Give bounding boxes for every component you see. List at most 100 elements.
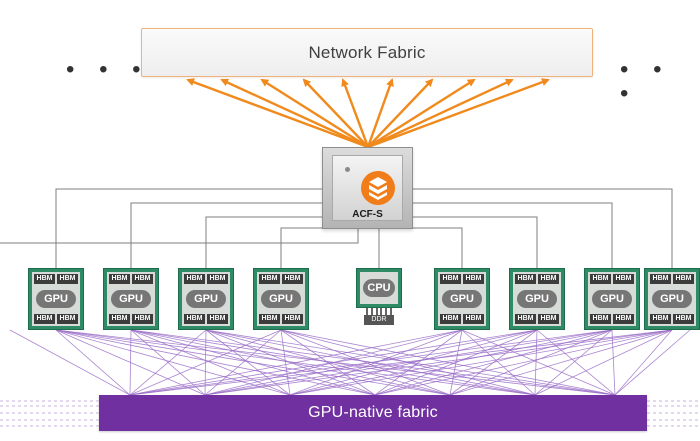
gpu-mesh-link	[289, 329, 538, 396]
gpu-mesh-link	[130, 329, 291, 396]
network-uplink-arrow	[367, 78, 434, 148]
cpu-chip: CPU	[356, 268, 402, 308]
gpu-mesh-link	[130, 329, 376, 396]
gpu-mesh-link	[614, 329, 673, 396]
switch-link	[405, 227, 463, 268]
switch-link	[205, 216, 322, 268]
gpu-label: GPU	[36, 290, 76, 308]
cpu-label: CPU	[363, 279, 395, 297]
ddr-connector-pins	[366, 308, 392, 316]
gpu-mesh-link	[534, 329, 673, 396]
network-fabric-label: Network Fabric	[308, 42, 426, 62]
acf-switch-label: ACF-S	[352, 209, 383, 220]
hbm-module: HBM	[463, 274, 484, 284]
gpu-mesh-link	[129, 329, 538, 396]
network-fabric: Network Fabric	[141, 28, 593, 77]
gpu-chip: HBM HBM GPU HBM HBM	[178, 268, 234, 330]
gpu-mesh-link	[289, 329, 613, 396]
gpu-mesh-link	[204, 329, 673, 396]
gpu-label: GPU	[652, 290, 692, 308]
gpu-mesh-link	[280, 329, 616, 396]
network-uplink-arrow	[220, 78, 369, 149]
gpu-mesh-link	[536, 329, 616, 396]
gpu-mesh-link	[534, 329, 538, 396]
network-uplinks	[186, 78, 550, 149]
gpu-chip: HBM HBM GPU HBM HBM	[584, 268, 640, 330]
gpu-mesh-link	[449, 329, 673, 396]
gpu-mesh-link	[205, 329, 291, 396]
gpu-mesh-link	[461, 329, 536, 396]
gpu-mesh-link	[129, 329, 613, 396]
gpu-mesh-links	[9, 329, 691, 396]
switch-link	[413, 202, 613, 268]
gpu-mesh-link	[129, 329, 207, 396]
hbm-module: HBM	[57, 274, 78, 284]
hbm-module: HBM	[515, 314, 536, 324]
gpu-mesh-link	[205, 329, 376, 396]
gpu-label: GPU	[111, 290, 151, 308]
hbm-module: HBM	[109, 274, 130, 284]
hbm-module: HBM	[259, 274, 280, 284]
fabric-dashed-lines	[0, 400, 700, 427]
hbm-module: HBM	[184, 274, 205, 284]
gpu-mesh-link	[280, 329, 376, 396]
hbm-module: HBM	[463, 314, 484, 324]
switch-link	[130, 202, 322, 268]
gpu-chip: HBM HBM GPU HBM HBM	[434, 268, 490, 330]
gpu-mesh-link	[280, 329, 451, 396]
hbm-module: HBM	[538, 274, 559, 284]
switch-link	[0, 229, 359, 244]
network-uplink-arrow	[367, 78, 476, 149]
hbm-module: HBM	[650, 274, 671, 284]
network-uplink-arrow	[366, 78, 394, 148]
hbm-module: HBM	[34, 314, 55, 324]
gpu-mesh-link	[129, 329, 463, 396]
network-uplink-arrow	[367, 78, 514, 149]
hbm-module: HBM	[282, 314, 303, 324]
hbm-module: HBM	[538, 314, 559, 324]
layered-stack-icon	[361, 171, 395, 205]
ellipsis-right: • • •	[620, 56, 671, 107]
gpu-mesh-link	[289, 329, 463, 396]
hbm-module: HBM	[673, 314, 694, 324]
hbm-module: HBM	[34, 274, 55, 284]
hbm-module: HBM	[590, 314, 611, 324]
acf-switch: ACF-S	[322, 147, 413, 229]
gpu-mesh-link	[55, 329, 376, 396]
gpu-chip: HBM HBM GPU HBM HBM	[644, 268, 700, 330]
gpu-mesh-link	[9, 329, 131, 396]
gpu-mesh-link	[204, 329, 613, 396]
switch-link	[55, 188, 322, 268]
hbm-module: HBM	[515, 274, 536, 284]
gpu-mesh-link	[374, 329, 673, 396]
hbm-module: HBM	[207, 274, 228, 284]
gpu-mesh-link	[614, 329, 691, 396]
gpu-label: GPU	[186, 290, 226, 308]
gpu-chip: HBM HBM GPU HBM HBM	[253, 268, 309, 330]
switch-links	[0, 188, 673, 268]
network-uplink-arrow	[302, 78, 369, 148]
hbm-module: HBM	[650, 314, 671, 324]
gpu-native-fabric-label: GPU-native fabric	[308, 404, 438, 421]
hbm-module: HBM	[259, 314, 280, 324]
network-uplink-arrow	[367, 78, 550, 149]
switch-link	[413, 216, 538, 268]
hbm-module: HBM	[184, 314, 205, 324]
hbm-module: HBM	[440, 314, 461, 324]
switch-link	[413, 188, 673, 268]
hbm-module: HBM	[132, 274, 153, 284]
network-uplink-arrow	[186, 78, 369, 149]
gpu-label: GPU	[261, 290, 301, 308]
network-uplink-arrow	[260, 78, 369, 149]
hbm-module: HBM	[613, 314, 634, 324]
gpu-mesh-link	[129, 329, 132, 396]
gpu-mesh-link	[461, 329, 616, 396]
hbm-module: HBM	[590, 274, 611, 284]
hbm-module: HBM	[132, 314, 153, 324]
gpu-mesh-link	[280, 329, 291, 396]
switch-link	[280, 227, 330, 268]
gpu-mesh-link	[55, 329, 291, 396]
hbm-module: HBM	[673, 274, 694, 284]
gpu-mesh-link	[55, 329, 131, 396]
